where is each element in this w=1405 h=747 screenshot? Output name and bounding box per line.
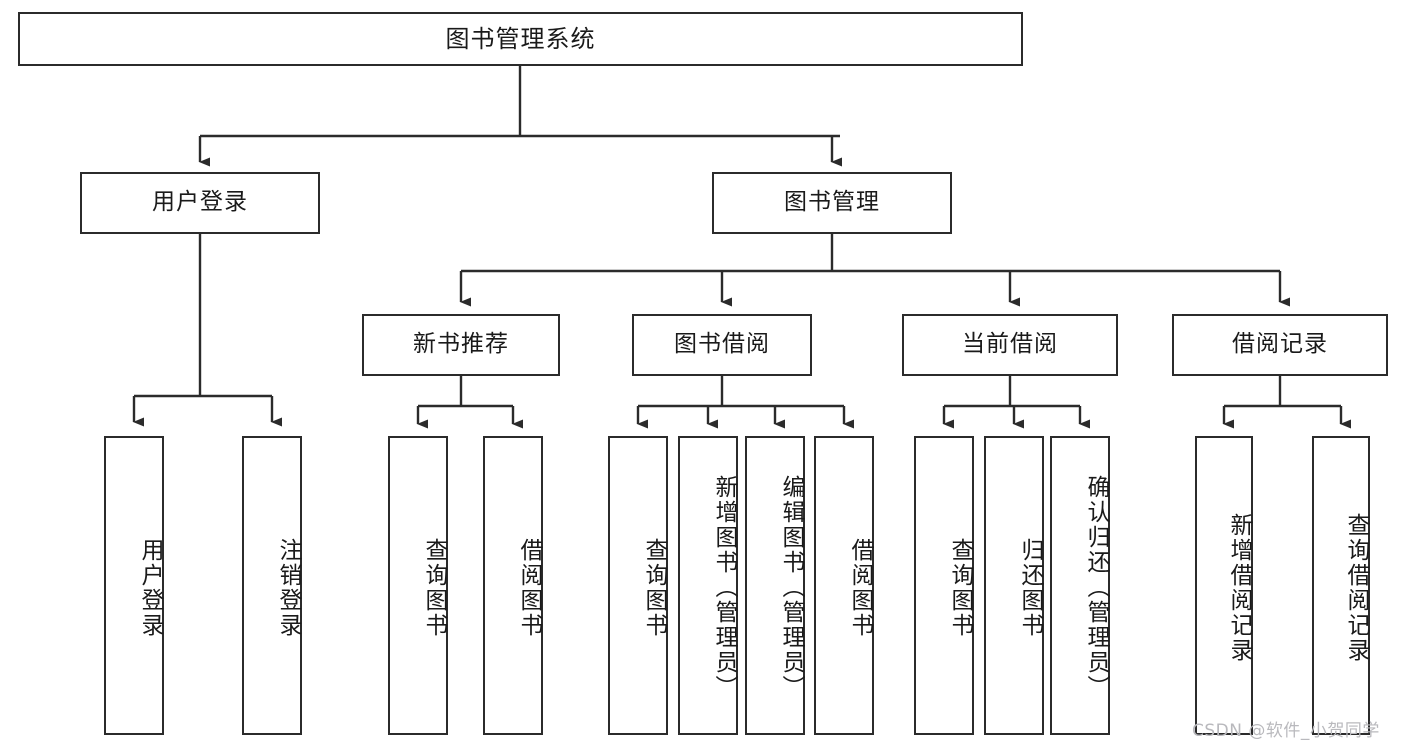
node-label: 当前借阅 <box>962 331 1058 358</box>
node-label: 编辑图书（管理员） <box>778 475 804 700</box>
node-label: 用户登录 <box>137 537 163 638</box>
node-label: 借阅图书 <box>516 537 542 638</box>
node-label: 注销登录 <box>275 537 301 638</box>
node-current-borrow[interactable]: 当前借阅 <box>902 314 1118 376</box>
node-root-system[interactable]: 图书管理系统 <box>18 12 1023 66</box>
node-user-login-module[interactable]: 用户登录 <box>80 172 320 234</box>
node-book-borrow[interactable]: 图书借阅 <box>632 314 812 376</box>
leaf-return-book[interactable]: 归还图书 <box>984 436 1044 735</box>
leaf-user-login[interactable]: 用户登录 <box>104 436 164 735</box>
leaf-query-book-current[interactable]: 查询图书 <box>914 436 974 735</box>
node-label: 借阅图书 <box>847 537 873 638</box>
node-label: 新书推荐 <box>413 331 509 358</box>
node-label: 查询图书 <box>421 537 447 638</box>
leaf-borrow-book[interactable]: 借阅图书 <box>814 436 874 735</box>
leaf-query-book-recommend[interactable]: 查询图书 <box>388 436 448 735</box>
node-label: 查询图书 <box>947 537 973 638</box>
leaf-user-logout[interactable]: 注销登录 <box>242 436 302 735</box>
node-label: 新增图书（管理员） <box>711 475 737 700</box>
leaf-add-borrow-record[interactable]: 新增借阅记录 <box>1195 436 1253 735</box>
node-label: 新增借阅记录 <box>1226 512 1252 663</box>
node-label: 查询借阅记录 <box>1343 512 1369 663</box>
leaf-add-book-admin[interactable]: 新增图书（管理员） <box>678 436 738 735</box>
node-label: 用户登录 <box>152 189 248 216</box>
node-label: 图书借阅 <box>674 331 770 358</box>
node-label: 归还图书 <box>1017 537 1043 638</box>
node-label: 图书管理系统 <box>445 24 596 53</box>
leaf-borrow-book-recommend[interactable]: 借阅图书 <box>483 436 543 735</box>
leaf-confirm-return-admin[interactable]: 确认归还（管理员） <box>1050 436 1110 735</box>
csdn-watermark: CSDN @软件_小贺同学 <box>1192 721 1380 741</box>
node-label: 查询图书 <box>641 537 667 638</box>
node-label: 确认归还（管理员） <box>1083 475 1109 700</box>
node-borrow-records[interactable]: 借阅记录 <box>1172 314 1388 376</box>
leaf-query-book-borrow[interactable]: 查询图书 <box>608 436 668 735</box>
leaf-edit-book-admin[interactable]: 编辑图书（管理员） <box>745 436 805 735</box>
node-book-management-module[interactable]: 图书管理 <box>712 172 952 234</box>
node-label: 图书管理 <box>784 189 880 216</box>
node-label: 借阅记录 <box>1232 331 1328 358</box>
leaf-query-borrow-record[interactable]: 查询借阅记录 <box>1312 436 1370 735</box>
node-new-book-recommend[interactable]: 新书推荐 <box>362 314 560 376</box>
